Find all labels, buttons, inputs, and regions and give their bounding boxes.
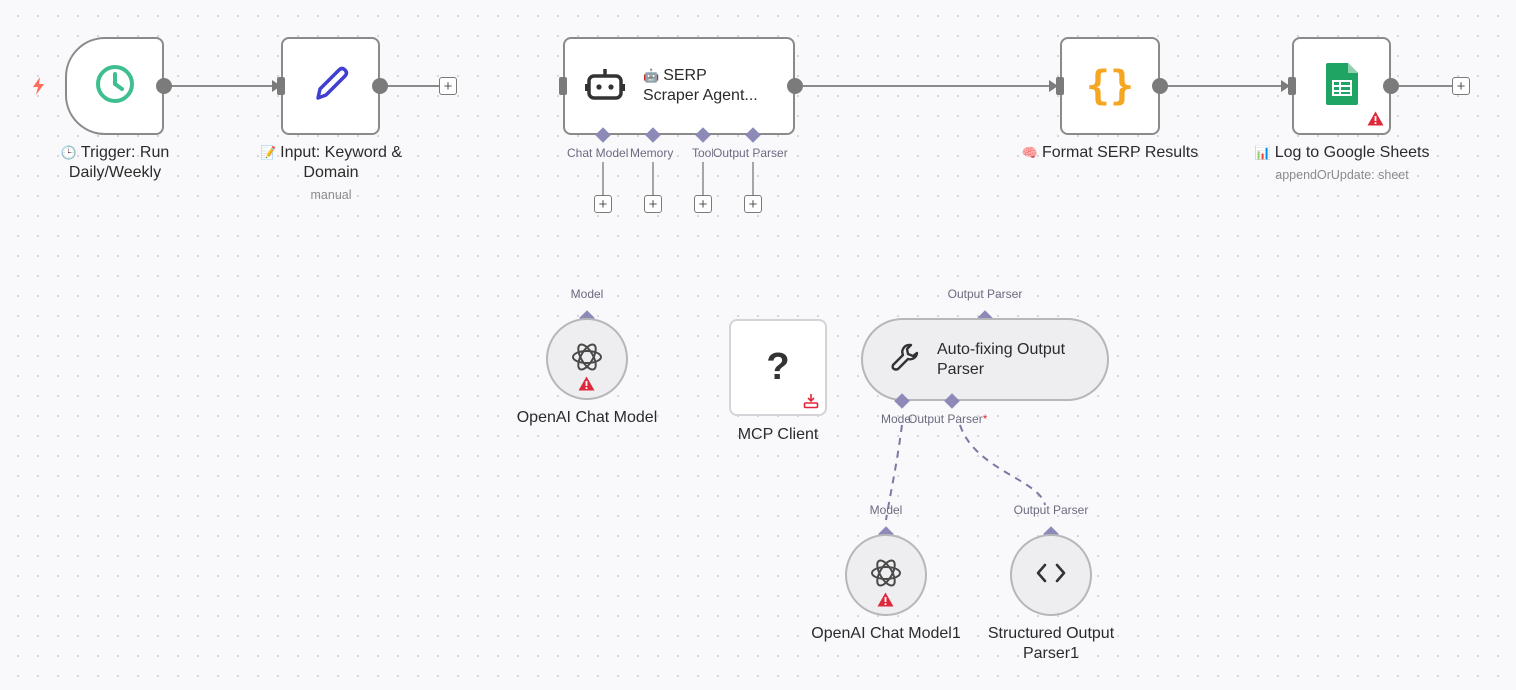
format-title: 🧠Format SERP Results <box>1021 144 1199 161</box>
autofix-top-port-label: Output Parser <box>947 287 1023 301</box>
clock-icon <box>93 62 137 111</box>
trigger-node[interactable] <box>65 37 164 135</box>
serp-agent-node[interactable]: 🤖SERP Scraper Agent... <box>563 37 795 135</box>
mcp-title: MCP Client <box>737 426 819 443</box>
sheets-title: 📊Log to Google Sheets <box>1254 144 1430 161</box>
input-output-port[interactable] <box>372 78 388 94</box>
pencil-icon <box>309 62 353 111</box>
openai1-warning-icon <box>578 376 595 396</box>
sheets-warning-icon <box>1367 111 1384 131</box>
input-subtitle: manual <box>310 188 352 202</box>
structured-title: Structured Output Parser1 <box>987 625 1115 662</box>
agent-title-line1: SERP <box>663 67 707 84</box>
openai2-port-label: Model <box>869 503 903 517</box>
code-brackets-icon <box>1036 562 1066 589</box>
autofix-model-port-label: Model <box>881 412 912 426</box>
structured-parser-node[interactable] <box>1010 534 1092 616</box>
agent-port-label-chat-model: Chat Model <box>567 146 629 160</box>
format-node[interactable]: {} <box>1060 37 1160 135</box>
openai2-warning-icon <box>877 592 894 612</box>
openai-icon <box>570 340 604 379</box>
sheets-subtitle: appendOrUpdate: sheet <box>1275 168 1409 182</box>
sheets-output-port[interactable] <box>1383 78 1399 94</box>
install-icon[interactable] <box>803 393 819 414</box>
input-input-port[interactable] <box>277 77 285 95</box>
input-add-button[interactable]: + <box>439 77 457 95</box>
format-output-port[interactable] <box>1152 78 1168 94</box>
add-memory-button[interactable]: + <box>644 195 662 213</box>
add-output-parser-button[interactable]: + <box>744 195 762 213</box>
wrench-icon <box>889 341 921 378</box>
openai1-port-label: Model <box>570 287 604 301</box>
agent-port-label-output-parser: Output Parser <box>713 146 788 160</box>
robot-icon <box>584 66 626 107</box>
agent-port-label-memory: Memory <box>630 146 674 160</box>
add-tool-button[interactable]: + <box>694 195 712 213</box>
autofix-node[interactable]: Auto-fixing Output Parser <box>861 318 1109 401</box>
agent-port-label-tool: Tool <box>692 146 713 160</box>
openai1-title: OpenAI Chat Model <box>516 409 658 426</box>
openai2-title: OpenAI Chat Model1 <box>811 625 961 642</box>
add-chat-model-button[interactable]: + <box>594 195 612 213</box>
input-node[interactable] <box>281 37 380 135</box>
structured-port-label: Output Parser <box>1013 503 1089 517</box>
lightning-icon <box>30 76 48 101</box>
openai2-node[interactable] <box>845 534 927 616</box>
autofix-parser-port-label: Output Parser* <box>908 412 988 426</box>
trigger-output-port[interactable] <box>156 78 172 94</box>
trigger-title: 🕒Trigger: Run Daily/Weekly <box>60 144 170 181</box>
agent-input-port[interactable] <box>559 77 567 95</box>
format-input-port[interactable] <box>1056 77 1064 95</box>
autofix-title-line2: Parser <box>937 360 985 378</box>
question-mark-icon: ? <box>766 346 790 388</box>
braces-icon: {} <box>1085 63 1135 109</box>
openai-icon <box>869 556 903 595</box>
sheets-input-port[interactable] <box>1288 77 1296 95</box>
input-title: 📝Input: Keyword & Domain <box>259 144 403 181</box>
sheets-add-button[interactable]: + <box>1452 77 1470 95</box>
autofix-title-line1: Auto-fixing Output <box>937 340 1066 358</box>
google-sheets-icon <box>1325 62 1358 110</box>
agent-output-port[interactable] <box>787 78 803 94</box>
agent-title-line2: Scraper Agent... <box>643 87 758 104</box>
